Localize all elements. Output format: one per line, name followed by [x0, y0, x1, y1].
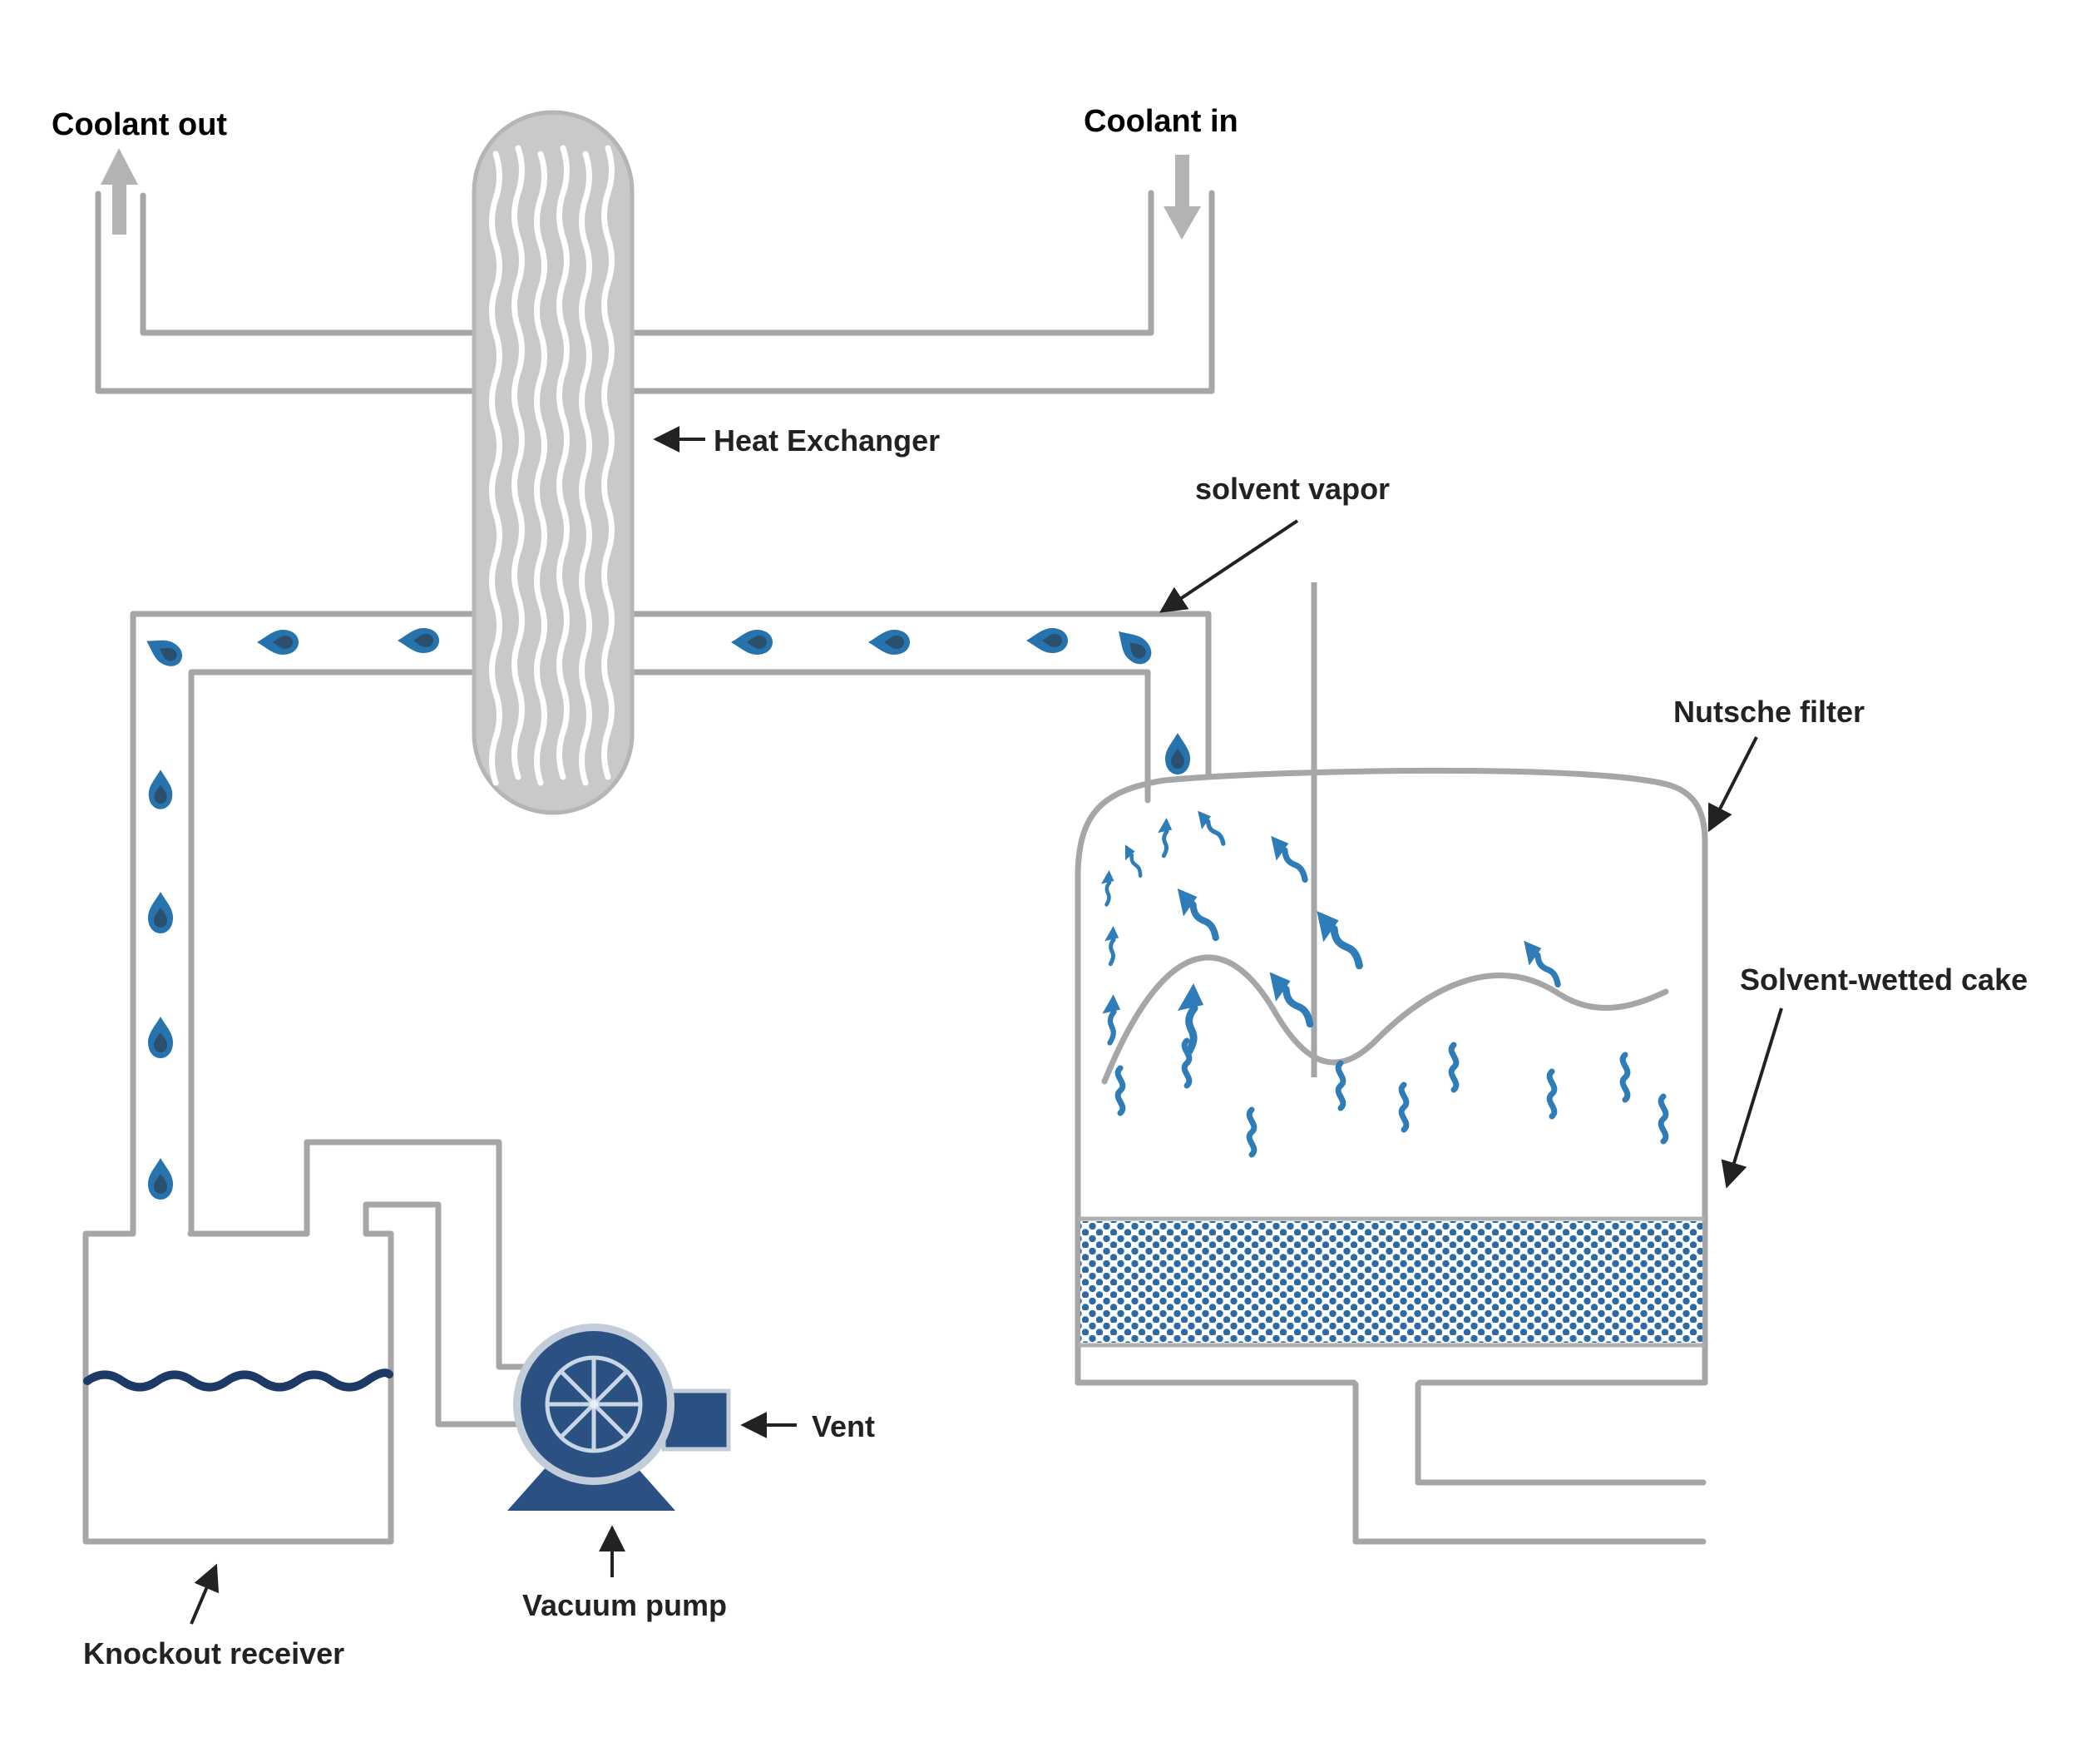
droplet-icon: [1109, 622, 1157, 670]
droplet-icon: [148, 892, 173, 933]
droplet-icon: [1026, 628, 1068, 653]
vessel-shell: [1075, 767, 1708, 1386]
pump-suction-duct-outer: [304, 1139, 527, 1370]
label-nutsche-filter: Nutsche filter: [1673, 695, 1865, 729]
vapor-arrow-icon: [1119, 842, 1147, 878]
vapor-duct-outer: [130, 611, 1212, 1237]
label-coolant-in: Coolant in: [1084, 104, 1238, 139]
pump-base: [507, 1466, 675, 1511]
vapor-wisp-icon: [1451, 1045, 1456, 1090]
cake-surface-line: [1101, 954, 1669, 1085]
arrow-nutsche-filter: [1707, 736, 1758, 833]
vapor-wisp-icon: [1623, 1055, 1628, 1100]
arrow-knockout-receiver: [190, 1563, 220, 1625]
droplet-icon: [148, 1158, 173, 1200]
droplet-icon: [257, 630, 299, 655]
rising-vapor-arrows: [1101, 807, 1567, 1052]
drain-pipe-outer: [1352, 1381, 1707, 1545]
knockout-receiver-box: [82, 1230, 394, 1545]
drain-pipe-inner: [1415, 1381, 1707, 1486]
pump-suction-duct-inner: [363, 1201, 523, 1428]
vapor-wisp-icon: [1249, 1110, 1254, 1155]
nutsche-vessel: [1075, 582, 1708, 1386]
droplet-icon: [148, 1017, 173, 1058]
vapor-wisp-icon: [1118, 1068, 1123, 1113]
vapor-arrow-icon: [1101, 870, 1114, 905]
droplet-icon: [1165, 733, 1190, 774]
coolant-out-arrow-icon: [101, 148, 138, 235]
label-vent: Vent: [812, 1409, 875, 1443]
vapor-arrow-icon: [1158, 818, 1172, 856]
label-solvent-wetted-cake: Solvent-wetted cake: [1740, 963, 2028, 997]
coolant-pipe-outer: [95, 190, 1215, 394]
vapor-wisp-icon: [1338, 1063, 1343, 1108]
droplet-icon: [148, 770, 173, 809]
vacuum-pump-body: [507, 1324, 731, 1511]
label-knockout-receiver: Knockout receiver: [83, 1636, 344, 1670]
vapor-wisp-icon: [1661, 1096, 1666, 1141]
label-solvent-vapor: solvent vapor: [1195, 472, 1390, 506]
label-heat-exchanger: Heat Exchanger: [714, 423, 940, 458]
vapor-wisp-icon: [1549, 1071, 1554, 1116]
liquid-level-wave: [83, 1368, 393, 1392]
vapor-duct-inner: [188, 669, 1151, 1237]
arrow-solvent-wetted-cake: [1721, 1007, 1783, 1189]
coolant-pipe-inner: [140, 190, 1154, 336]
heat-exchanger-body: [472, 110, 635, 815]
vapor-arrow-icon: [1262, 830, 1314, 885]
condensate-droplets: [141, 622, 1190, 1200]
label-vacuum-pump: Vacuum pump: [522, 1588, 727, 1622]
arrow-solvent-vapor: [1159, 519, 1299, 613]
coolant-in-arrow-icon: [1164, 155, 1201, 240]
droplet-icon: [868, 630, 910, 655]
label-coolant-out: Coolant out: [52, 107, 227, 142]
vapor-arrow-icon: [1102, 994, 1120, 1042]
vapor-arrow-icon: [1191, 807, 1230, 848]
droplet-icon: [398, 628, 439, 653]
vapor-wisps: [1118, 1041, 1666, 1155]
vapor-wisp-icon: [1401, 1085, 1406, 1130]
solvent-wetted-cake-layer: [1078, 1216, 1705, 1348]
vapor-arrow-icon: [1178, 983, 1203, 1052]
droplet-icon: [141, 631, 187, 671]
vapor-arrow-icon: [1104, 926, 1119, 964]
vapor-arrow-icon: [1167, 883, 1226, 944]
droplet-icon: [731, 630, 773, 655]
